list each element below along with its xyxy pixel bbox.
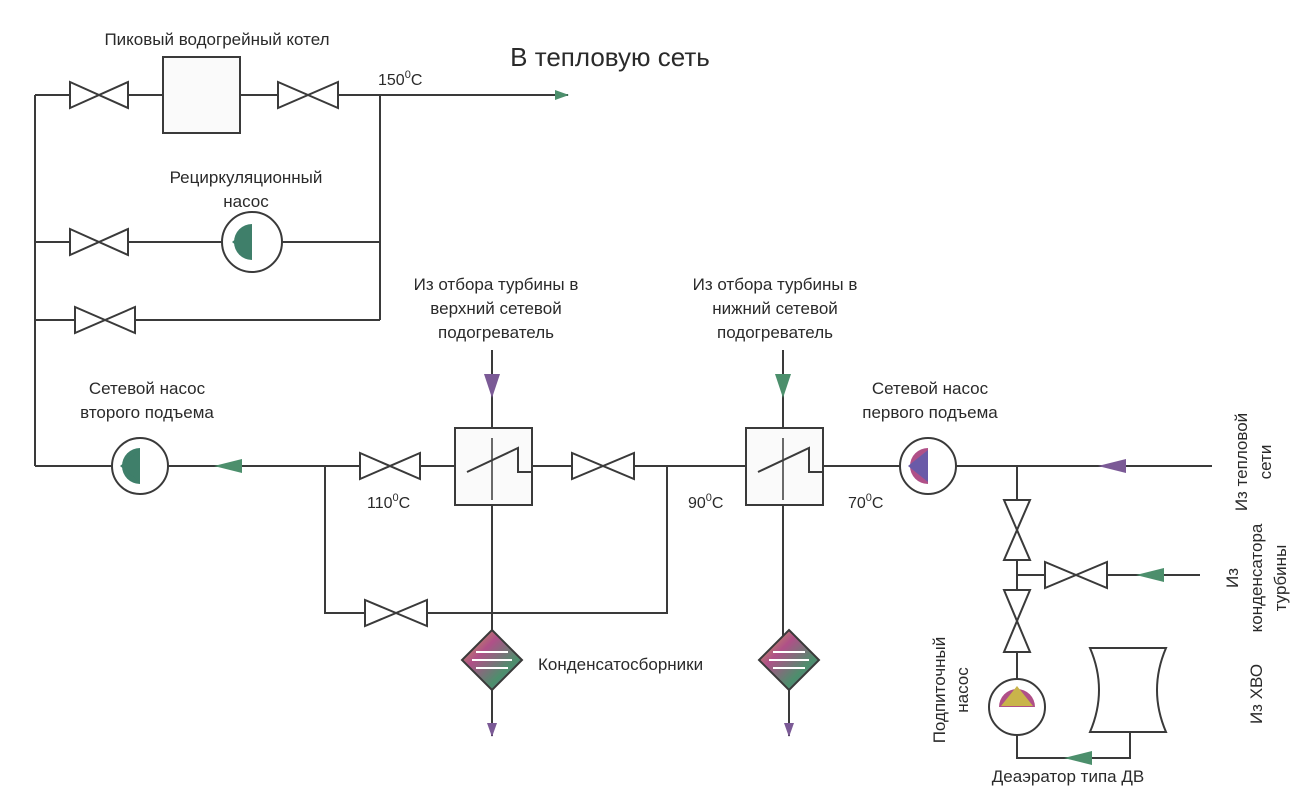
label-from-heat-network-2: сети [1256, 445, 1275, 480]
flow-arrows [214, 374, 1164, 765]
label-first-pump-1: Сетевой насос [872, 379, 989, 398]
label-makeup-pump-1: Подпиточный [930, 637, 949, 744]
label-to-heat-network: В тепловую сеть [510, 42, 710, 72]
label-from-condenser-2: конденсатора [1247, 523, 1266, 632]
label-condensate-collectors: Конденсатосборники [538, 655, 703, 674]
valve-recirc-icon [69, 227, 129, 257]
temp-150: 1500C [378, 69, 422, 89]
label-from-heat-network-1: Из тепловой [1232, 413, 1251, 511]
valve-boiler-outlet-icon [277, 80, 339, 110]
flow-arrow-deaerator-return [1064, 751, 1092, 765]
label-second-pump-1: Сетевой насос [89, 379, 206, 398]
steam-arrow-lower [775, 374, 791, 398]
label-first-pump-2: первого подъема [862, 403, 998, 422]
valve-bypass-icon [74, 305, 136, 335]
label-lower-extraction-2: нижний сетевой [712, 299, 838, 318]
flow-arrow-to-second-pump [214, 459, 242, 473]
valve-condenser-icon [1044, 560, 1108, 590]
label-upper-extraction-2: верхний сетевой [430, 299, 561, 318]
valve-upper-heater-inlet-icon [571, 451, 635, 481]
label-peak-boiler: Пиковый водогрейный котел [104, 30, 329, 49]
upper-network-heater [454, 427, 533, 506]
pipe-network [34, 90, 1212, 759]
temp-90: 900C [688, 492, 723, 512]
temp-110: 1100C [367, 492, 410, 512]
flow-arrow-from-network [1098, 459, 1126, 473]
deaerator-icon [1088, 647, 1168, 733]
label-makeup-pump-2: насос [953, 667, 972, 713]
valve-boiler-inlet-icon [69, 80, 129, 110]
flow-arrow-from-condenser [1136, 568, 1164, 582]
label-lower-extraction-3: подогреватель [717, 323, 833, 342]
label-upper-extraction-3: подогреватель [438, 323, 554, 342]
recirculation-pump-icon [221, 211, 283, 273]
valve-upper-heater-outlet-icon [359, 451, 421, 481]
label-from-hvo: Из ХВО [1247, 664, 1266, 724]
valve-heater-bypass-icon [364, 598, 428, 628]
makeup-pump-icon [988, 678, 1046, 736]
steam-arrow-upper [484, 374, 500, 398]
label-recirc-pump-2: насос [223, 192, 269, 211]
second-stage-pump-icon [111, 437, 169, 495]
condensate-collector-lower-icon [757, 628, 821, 692]
valve-makeup-lower-icon [1002, 589, 1032, 653]
label-from-condenser-1: Из [1223, 568, 1242, 588]
label-from-condenser-3: турбины [1271, 545, 1290, 612]
label-lower-extraction-1: Из отбора турбины в [693, 275, 858, 294]
peak-boiler-box [162, 56, 241, 134]
condensate-collector-upper-icon [460, 628, 524, 692]
lower-network-heater [745, 427, 824, 506]
label-deaerator: Деаэратор типа ДВ [992, 767, 1144, 786]
first-stage-pump-icon [899, 437, 957, 495]
label-recirc-pump-1: Рециркуляционный [170, 168, 323, 187]
label-second-pump-2: второго подъема [80, 403, 214, 422]
label-upper-extraction-1: Из отбора турбины в [414, 275, 579, 294]
valves [69, 80, 1108, 653]
valve-makeup-upper-icon [1002, 499, 1032, 561]
temp-70: 700C [848, 492, 883, 512]
